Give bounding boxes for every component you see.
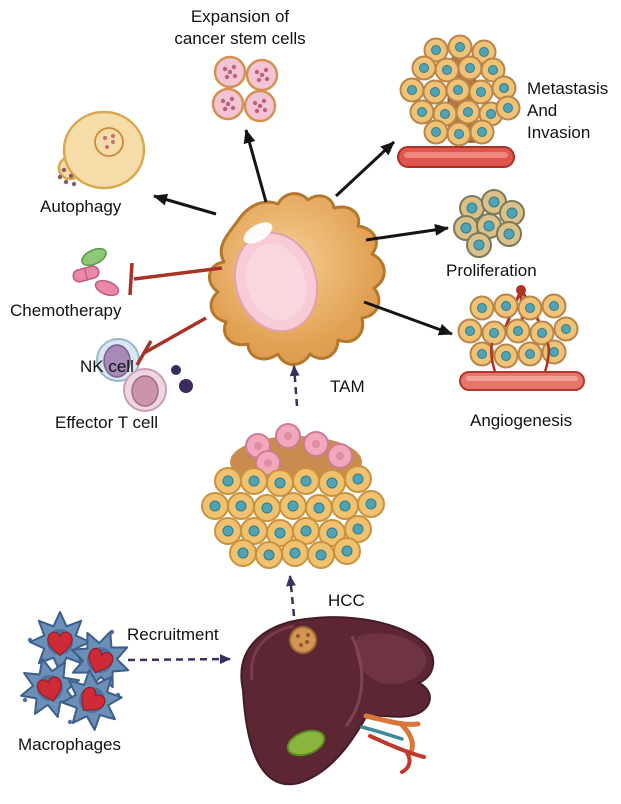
label-effector-t-cell: Effector T cell (55, 413, 158, 432)
metastasis-tissue-icon (397, 34, 521, 168)
label-proliferation: Proliferation (446, 261, 537, 280)
label-hcc: HCC (328, 591, 365, 610)
promotes-arrows (153, 129, 453, 336)
inhibition-bars (128, 262, 223, 366)
label-chemotherapy: Chemotherapy (10, 301, 122, 320)
label-tam: TAM (330, 377, 365, 396)
tam-cell-icon (208, 192, 386, 366)
dashed-arrows (127, 365, 300, 665)
chemotherapy-pills-icon (72, 247, 120, 297)
angiogenesis-tissue-icon (457, 285, 585, 391)
proliferation-cells-icon (453, 189, 525, 258)
label-recruitment: Recruitment (127, 625, 219, 644)
effector-t-cell-icon (123, 368, 167, 412)
macrophages-icon (12, 611, 140, 744)
secreted-factors-dots-icon (171, 365, 193, 393)
label-macrophages: Macrophages (18, 735, 122, 754)
cancer-stem-cells-icon (211, 55, 279, 123)
label-angiogenesis: Angiogenesis (470, 411, 573, 430)
label-autophagy: Autophagy (40, 197, 122, 216)
label-expansion: Expansion of cancer stem cells (174, 7, 306, 48)
label-metastasis: Metastasis And Invasion (527, 79, 609, 142)
autophagy-cell-icon (57, 110, 146, 190)
nk-cell-icon (96, 338, 140, 382)
label-nk-cell: NK cell (80, 357, 134, 376)
hcc-tumor-tissue-icon (201, 423, 385, 569)
liver-icon (240, 616, 435, 786)
